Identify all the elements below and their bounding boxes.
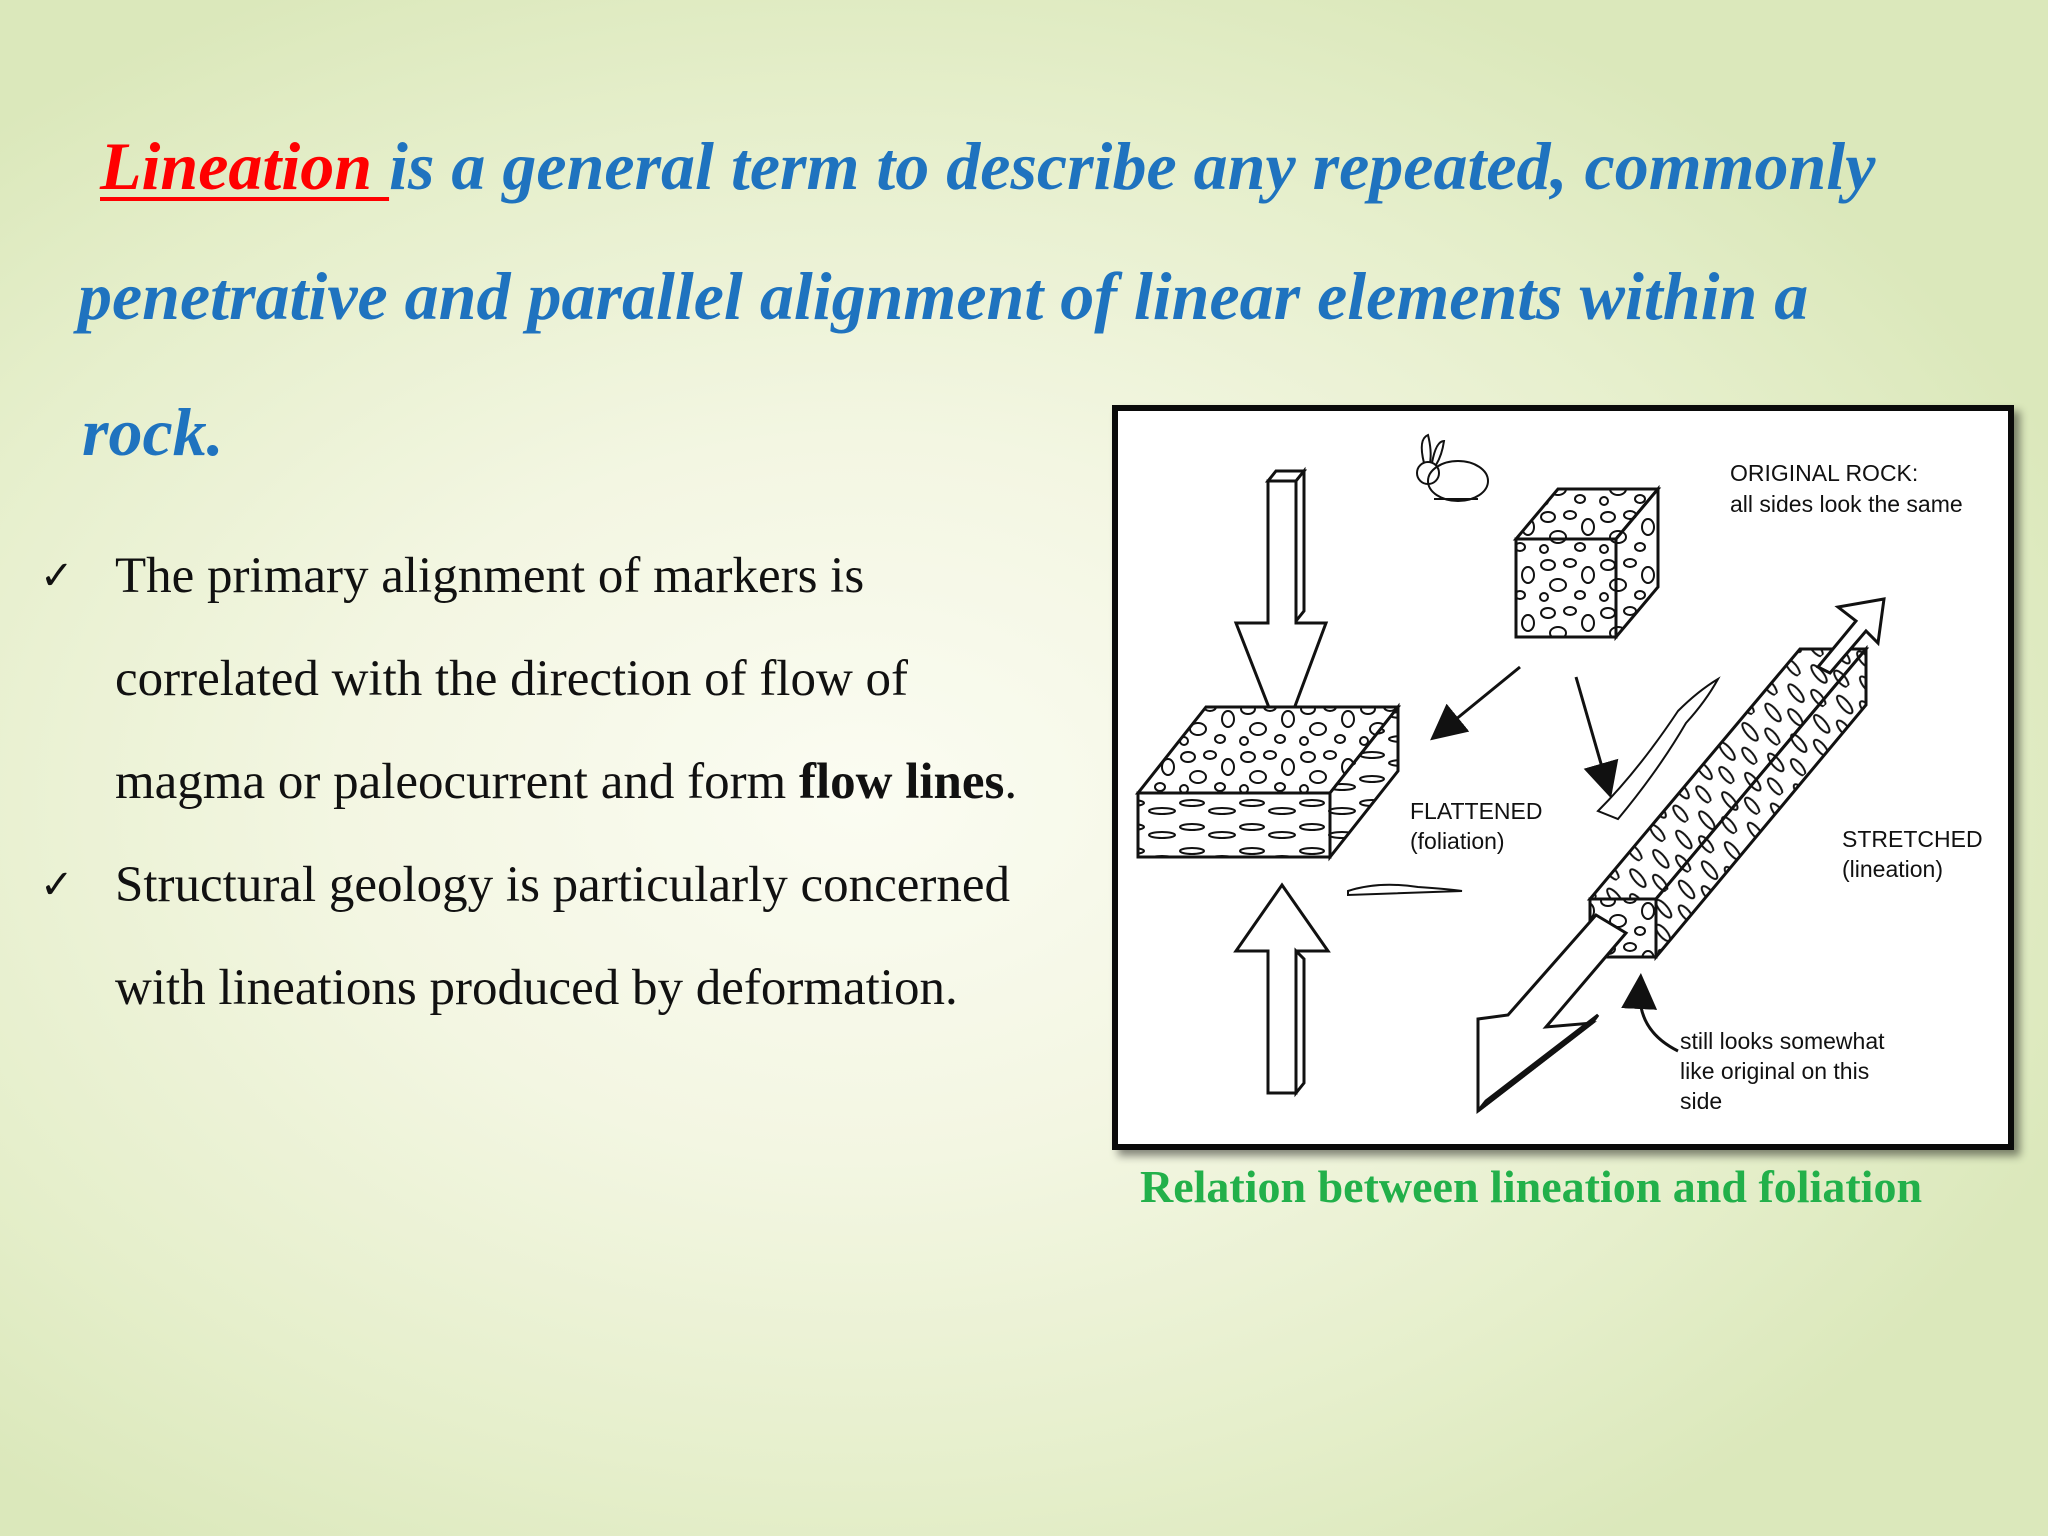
checkmark-icon: ✓ bbox=[40, 862, 74, 908]
stretched-sublabel: (lineation) bbox=[1842, 856, 1943, 882]
heading-line-2: penetrative and parallel alignment of li… bbox=[78, 258, 1809, 334]
compression-arrow-bottom bbox=[1233, 882, 1331, 1098]
bullet-1-bold: flow lines bbox=[798, 754, 1005, 810]
original-rock-cube bbox=[1512, 484, 1662, 642]
rabbit-icon bbox=[1416, 433, 1489, 502]
heading-line-3: rock. bbox=[82, 394, 224, 470]
compression-arrow-top bbox=[1233, 466, 1329, 746]
lineation-foliation-figure: ORIGINAL ROCK: all sides look the same bbox=[1112, 405, 2014, 1150]
checkmark-icon: ✓ bbox=[40, 553, 74, 599]
stretch-arrow-down bbox=[1476, 913, 1629, 1115]
deformation-diagram: ORIGINAL ROCK: all sides look the same bbox=[1134, 433, 1983, 1115]
bullet-1-text: The primary alignment of markers is corr… bbox=[115, 548, 909, 810]
arrow-to-flattened bbox=[1430, 665, 1521, 741]
flattened-label: FLATTENED bbox=[1410, 798, 1542, 824]
bullet-2-text: Structural geology is particularly conce… bbox=[115, 857, 1011, 1016]
flattened-sublabel: (foliation) bbox=[1410, 828, 1505, 854]
bullet-item-1: ✓ The primary alignment of markers is co… bbox=[40, 525, 1040, 834]
heading-line-1-text: is a general term to describe any repeat… bbox=[389, 128, 1876, 204]
bullet-list: ✓ The primary alignment of markers is co… bbox=[40, 525, 1040, 1040]
stretched-rabbit-icon bbox=[1596, 676, 1721, 821]
original-rock-sublabel: all sides look the same bbox=[1730, 491, 1963, 517]
note-line-2: like original on this bbox=[1680, 1058, 1869, 1084]
arrow-to-stretched bbox=[1574, 676, 1619, 799]
figure-caption: Relation between lineation and foliation bbox=[1140, 1161, 1923, 1212]
stretched-label: STRETCHED bbox=[1842, 826, 1983, 852]
original-rock-label: ORIGINAL ROCK: bbox=[1730, 460, 1918, 486]
note-line-3: side bbox=[1680, 1088, 1722, 1114]
bullet-1-end: . bbox=[1004, 754, 1018, 810]
heading-line-1: Lineation is a general term to describe … bbox=[100, 100, 1875, 232]
stretch-arrow-up bbox=[1815, 597, 1886, 675]
curved-pointer-arrow bbox=[1621, 973, 1679, 1053]
stretched-bar bbox=[1586, 644, 1870, 962]
lineation-term: Lineation bbox=[100, 128, 390, 204]
flattened-slab bbox=[1134, 702, 1402, 862]
bullet-item-2: ✓ Structural geology is particularly con… bbox=[40, 834, 1040, 1040]
note-line-1: still looks somewhat bbox=[1680, 1028, 1885, 1054]
flattened-rabbit-icon bbox=[1347, 883, 1463, 897]
